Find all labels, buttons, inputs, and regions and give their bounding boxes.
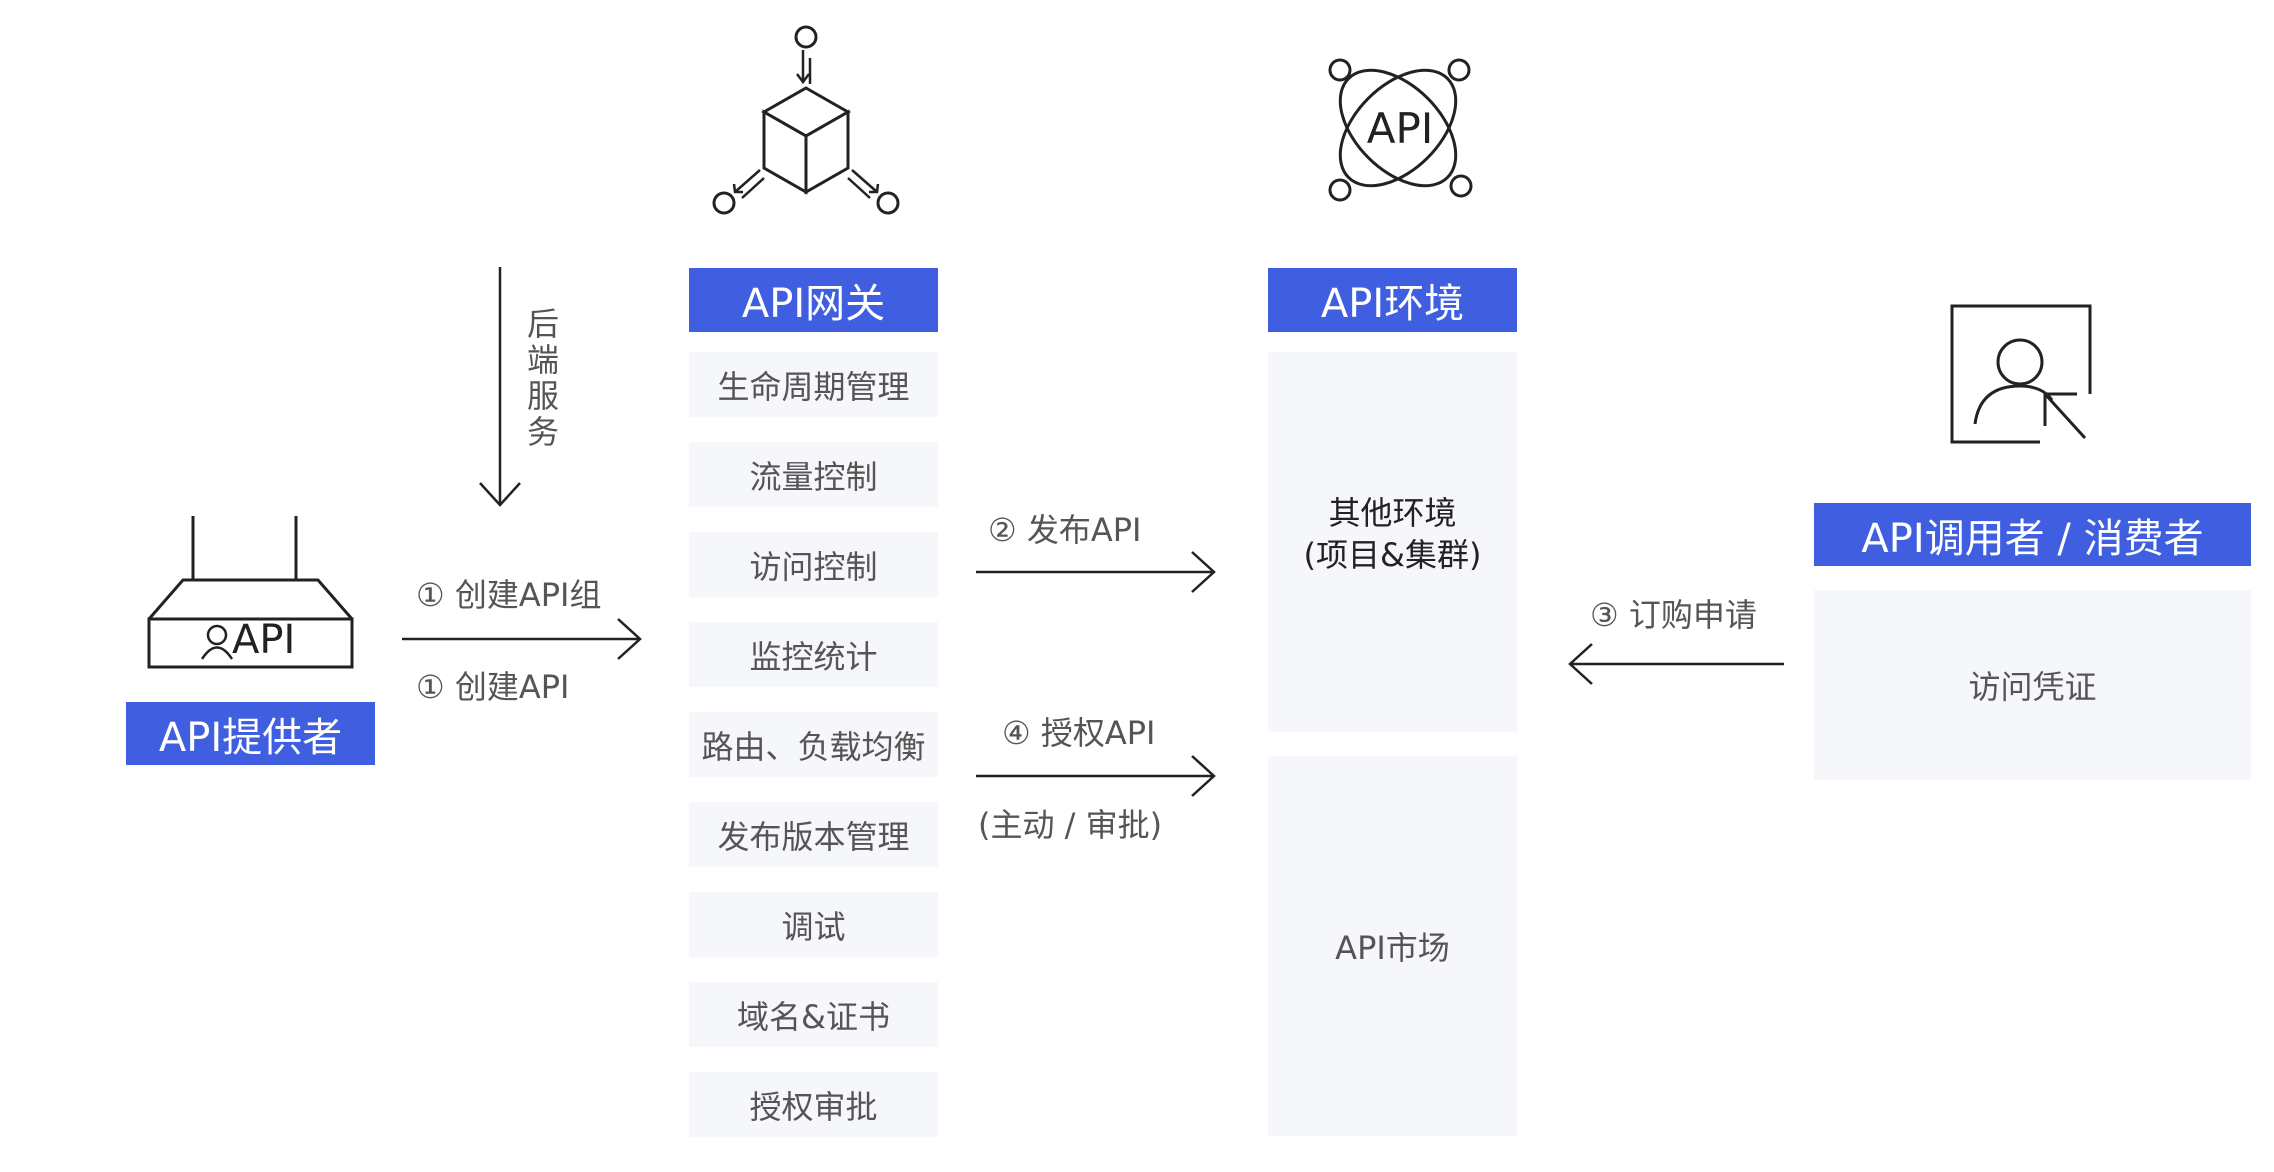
- cube-network-icon: [708, 22, 908, 222]
- api-market-label: API市场: [1335, 929, 1450, 967]
- other-environment-panel: 其他环境 (项目&集群): [1268, 352, 1517, 732]
- gateway-function-item: 流量控制: [689, 442, 938, 507]
- gateway-function-item: 路由、负载均衡: [689, 712, 938, 777]
- other-environment-label: 其他环境: [1328, 494, 1457, 532]
- subscribe-label: ③ 订购申请: [1590, 596, 1757, 634]
- subscribe-arrow: [1568, 643, 1784, 685]
- gateway-function-item: 调试: [689, 892, 938, 957]
- gateway-title: API网关: [689, 268, 938, 332]
- api-market-panel: API市场: [1268, 756, 1517, 1136]
- create-api-label: ① 创建API: [416, 668, 570, 706]
- gateway-function-item: 访问控制: [689, 532, 938, 597]
- create-arrow: [402, 618, 642, 660]
- environment-title: API环境: [1268, 268, 1517, 332]
- api-atom-icon-label: API: [1366, 104, 1434, 153]
- publish-arrow: [976, 551, 1216, 593]
- user-cursor-icon: [1950, 304, 2095, 446]
- router-icon: [146, 514, 356, 670]
- gateway-function-item: 发布版本管理: [689, 802, 938, 867]
- consumer-title: API调用者 / 消费者: [1814, 503, 2251, 566]
- authorize-mode-label: (主动 / 审批): [978, 806, 1163, 844]
- api-atom-icon: [1318, 52, 1478, 202]
- gateway-function-item: 授权审批: [689, 1072, 938, 1137]
- publish-api-label: ② 发布API: [988, 511, 1142, 549]
- gateway-function-item: 域名&证书: [689, 982, 938, 1047]
- authorize-arrow: [976, 755, 1216, 797]
- gateway-function-item: 监控统计: [689, 622, 938, 687]
- backend-service-label: 后端服务: [527, 305, 560, 451]
- access-credential-panel: 访问凭证: [1814, 590, 2251, 780]
- gateway-function-item: 生命周期管理: [689, 352, 938, 417]
- backend-arrow: [479, 267, 521, 507]
- authorize-api-label: ④ 授权API: [1002, 714, 1156, 752]
- access-credential-label: 访问凭证: [1968, 668, 2097, 706]
- create-api-group-label: ① 创建API组: [416, 576, 602, 614]
- other-environment-sublabel: (项目&集群): [1303, 536, 1482, 574]
- provider-title: API提供者: [126, 702, 375, 765]
- router-device-label: API: [232, 617, 296, 663]
